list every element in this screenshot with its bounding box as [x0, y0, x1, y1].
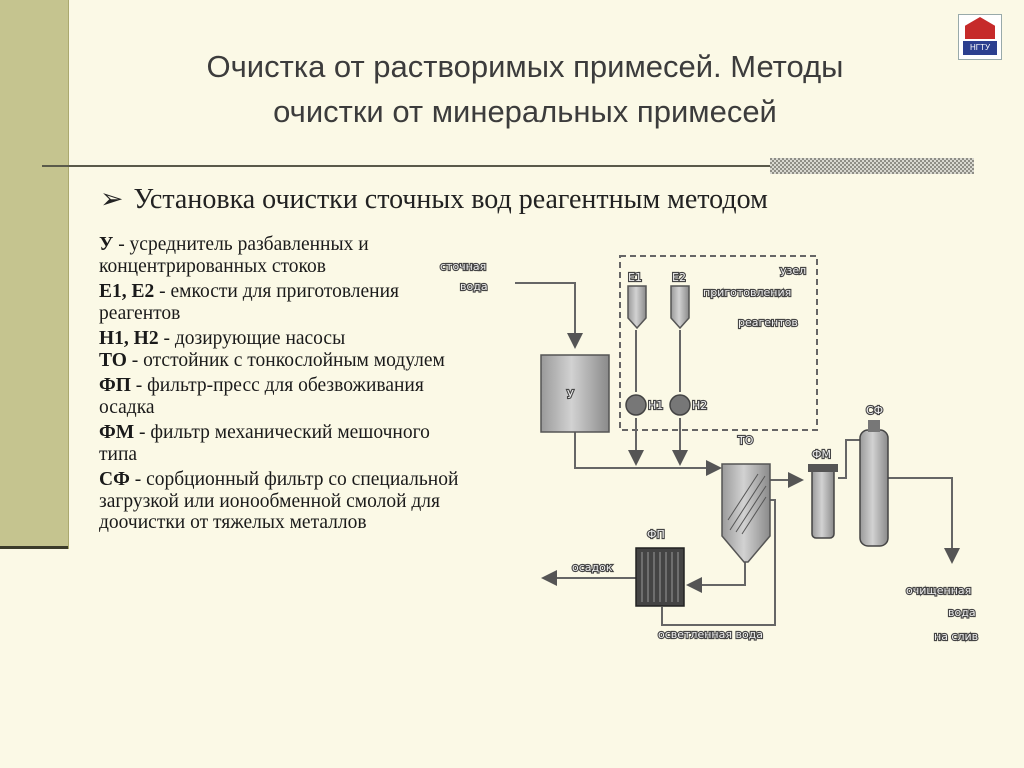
label-out-2: вода [948, 606, 976, 619]
label-unit-2: приготовления [703, 286, 791, 299]
legend-abbr: У [99, 234, 114, 255]
legend-item: ФП - фильтр-пресс для обезвоживания осад… [99, 375, 469, 418]
legend-desc: - дозирующие насосы [158, 328, 346, 349]
label-fp: ФП [647, 528, 665, 541]
label-sf: СФ [866, 404, 883, 417]
sludge-pipe [686, 560, 746, 593]
subtitle: ➢ Установка очистки сточных вод реагентны… [100, 182, 768, 216]
thin-layer-module [727, 473, 767, 535]
filter-sf [859, 429, 889, 547]
legend-item: ТО - отстойник с тонкослойным модулем [99, 350, 469, 372]
slide-title-line-1: Очистка от растворимых примесей. Методы [206, 49, 844, 84]
legend-item: Н1, Н2 - дозирующие насосы [99, 328, 469, 350]
pump-h1 [625, 394, 647, 416]
legend-desc: - отстойник с тонкослойным модулем [126, 349, 445, 371]
title-divider [42, 165, 772, 167]
settler-to [721, 463, 771, 563]
legend-abbr: СФ [99, 469, 130, 490]
sidebar-underline [0, 546, 68, 549]
label-out-1: очищенная [906, 584, 971, 597]
legend-desc: - усреднитель разбавленных и концентриро… [99, 234, 369, 277]
label-fm: ФМ [812, 448, 831, 461]
logo-text: НГТУ [963, 41, 997, 55]
label-to: ТО [737, 434, 754, 447]
inlet-pipe [515, 282, 583, 349]
legend-desc: - емкости для приготовления реагентов [99, 281, 400, 324]
label-clarified: осветленная вода [658, 628, 763, 641]
legend-abbr: ФП [99, 375, 131, 396]
arrow-bullet-icon: ➢ [100, 184, 124, 215]
filter-fm-cap [808, 464, 838, 472]
legend-abbr: ФМ [99, 422, 135, 443]
university-logo: НГТУ [958, 14, 1002, 60]
slide-title: Очистка от растворимых примесей. Методы … [95, 44, 955, 134]
reagent-unit-box [619, 255, 818, 431]
slide-title-line-2: очистки от минеральных примесей [273, 94, 777, 129]
fm-sf-pipe [838, 439, 862, 479]
sidebar-bar [0, 0, 69, 549]
subtitle-text: Установка очистки сточных вод реагентным… [133, 184, 768, 215]
legend-item: СФ - сорбционный фильтр со специальной з… [99, 469, 469, 534]
legend-abbr: Н1, Н2 [99, 328, 159, 349]
label-unit-3: реагентов [738, 316, 798, 329]
label-inlet-1: сточная [440, 260, 486, 273]
legend-desc: - сорбционный фильтр со специальной загр… [99, 469, 459, 533]
equalizer-tank [540, 354, 610, 433]
legend-desc: - фильтр механический мешочного типа [99, 422, 430, 465]
legend-abbr: ТО [99, 349, 127, 371]
label-e2: Е2 [672, 271, 686, 284]
label-out-3: на слив [934, 630, 978, 643]
pump-h2 [669, 394, 691, 416]
outlet-pipe [888, 477, 960, 564]
tank-e1 [627, 285, 647, 330]
label-sediment: осадок [572, 561, 613, 574]
legend-abbr: Е1, Е2 [99, 281, 155, 302]
legend-item: У - усреднитель разбавленных и концентри… [99, 234, 469, 277]
filter-sf-top [868, 420, 880, 432]
label-h2: Н2 [692, 399, 707, 412]
legend-item: Е1, Е2 - емкости для приготовления реаге… [99, 281, 469, 324]
label-unit-1: узел [780, 264, 806, 277]
legend-desc: - фильтр-пресс для обезвоживания осадка [99, 375, 424, 418]
label-h1: Н1 [648, 399, 663, 412]
label-u: У [567, 388, 574, 401]
label-inlet-2: вода [460, 280, 488, 293]
legend-item: ФМ - фильтр механический мешочного типа [99, 422, 469, 465]
legend-list: У - усреднитель разбавленных и концентри… [99, 234, 469, 538]
label-e1: Е1 [628, 271, 642, 284]
tank-e2 [670, 285, 690, 330]
filter-fm [811, 467, 835, 539]
logo-emblem [965, 17, 995, 39]
feed-pipe [574, 432, 722, 476]
